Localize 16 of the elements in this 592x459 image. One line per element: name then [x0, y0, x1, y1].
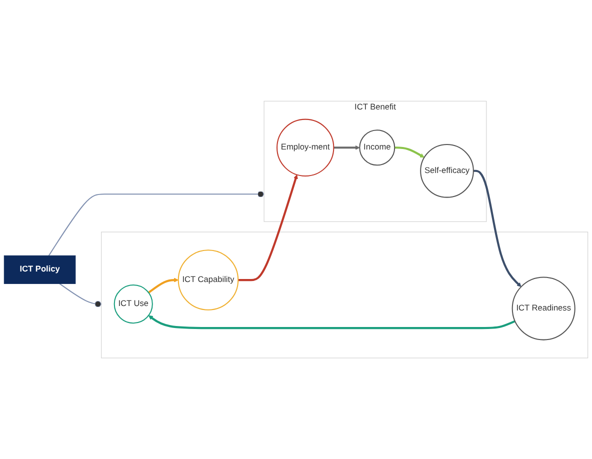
arrow	[334, 145, 360, 150]
arrow	[238, 174, 298, 282]
node-circle: Employ-ment	[276, 118, 334, 176]
connector	[48, 190, 264, 256]
node-circle: Self-efficacy	[420, 144, 474, 198]
arrow	[148, 278, 179, 294]
node-circle: ICT Capability	[178, 250, 239, 310]
node-circle: ICT Use	[114, 284, 153, 324]
cluster	[101, 232, 588, 358]
connector	[59, 283, 102, 308]
node-box: ICT Policy	[4, 255, 76, 284]
node-circle: Income	[359, 130, 396, 166]
arrow	[473, 170, 522, 287]
arrow	[148, 315, 516, 330]
node-circle: ICT Readiness	[512, 276, 576, 340]
arrow	[394, 146, 424, 158]
